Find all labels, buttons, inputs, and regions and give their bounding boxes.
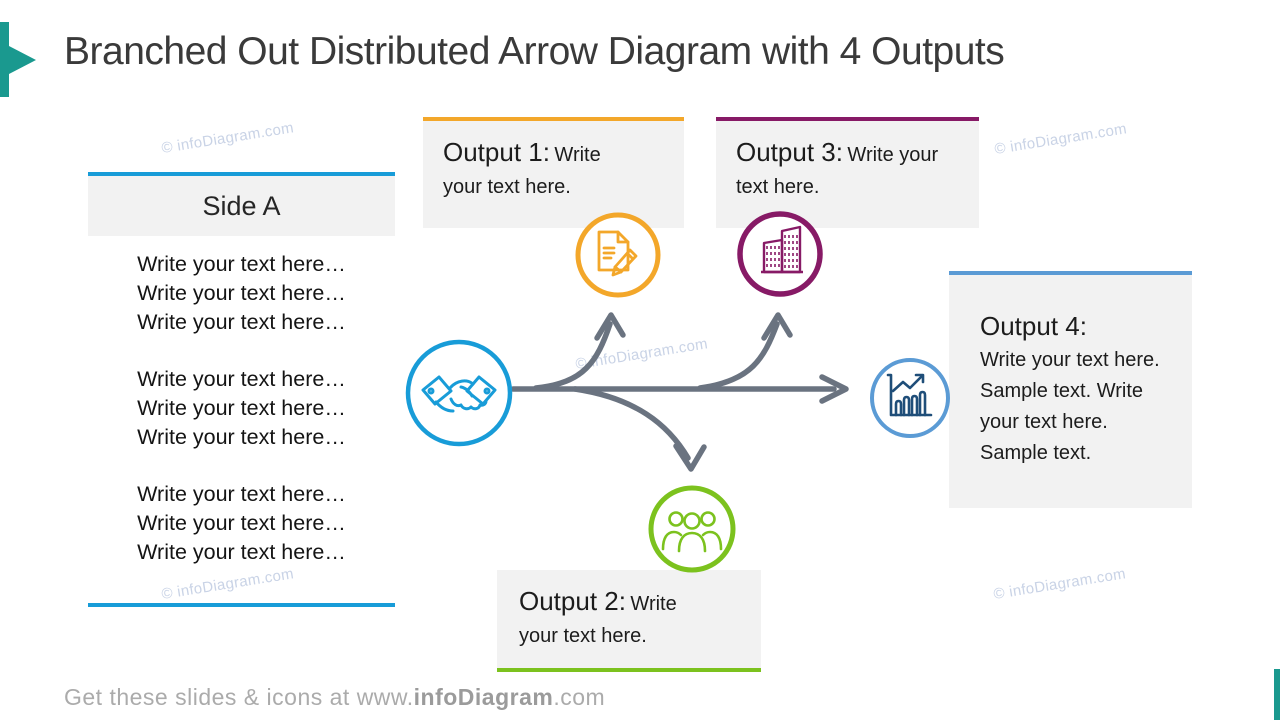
output-2-box: Output 2: Write your text here. [497,570,761,672]
footer-prefix: Get these slides & icons at www. [64,684,414,710]
side-a-bottom-accent [88,603,395,607]
arrowhead-down [673,443,707,472]
side-a-line: Write your text here… [137,511,346,535]
output-2-text: Write your text here. [519,593,677,647]
arrowhead-up-2 [761,312,793,341]
output-1-text: Write your text here. [443,144,601,198]
side-a-header: Side A [88,176,395,236]
side-a-paragraph: Write your text here… Write your text he… [88,250,395,337]
side-a-paragraph: Write your text here… Write your text he… [88,480,395,567]
footer-brand: infoDiagram [413,684,554,710]
output-3-label: Output 3: [736,137,843,167]
output-3-text: Write your text here. [736,144,939,198]
watermark: © infoDiagram.com [993,120,1129,158]
side-a-body: Write your text here… Write your text he… [88,250,395,567]
people-icon [648,485,736,573]
footer-suffix: .com [553,684,606,710]
side-a-line: Write your text here… [137,281,346,305]
watermark: © infoDiagram.com [574,335,710,373]
side-a-panel: Side A Write your text here… Write your … [88,172,395,595]
side-a-line: Write your text here… [137,540,346,564]
arrowhead-up-1 [594,312,626,341]
handshake-icon [405,339,513,447]
watermark: © infoDiagram.com [160,119,296,157]
building-icon [737,211,823,297]
arrow-to-output-2 [572,386,691,461]
page-title: Branched Out Distributed Arrow Diagram w… [64,30,1005,73]
side-a-line: Write your text here… [137,310,346,334]
chart-growth-icon [870,358,950,438]
output-3-box: Output 3: Write your text here. [716,117,979,228]
arrowhead-right [819,374,849,404]
side-a-top-accent [88,172,395,176]
output-4-box: Output 4: Write your text here. Sample t… [949,271,1192,508]
output-1-box: Output 1: Write your text here. [423,117,684,228]
slide-accent-arrow [0,22,36,97]
side-a-line: Write your text here… [137,252,346,276]
side-a-line: Write your text here… [137,482,346,506]
watermark: © infoDiagram.com [992,565,1128,603]
output-2-label: Output 2: [519,586,626,616]
side-a-line: Write your text here… [137,367,346,391]
output-4-label: Output 4: [980,311,1087,341]
side-a-paragraph: Write your text here… Write your text he… [88,365,395,452]
footer-credit: Get these slides & icons at www.infoDiag… [64,684,605,711]
arrow-to-output-3 [697,321,780,391]
side-a-line: Write your text here… [137,396,346,420]
document-pencil-icon [575,212,661,298]
slide-accent-bar [1274,669,1280,720]
output-1-label: Output 1: [443,137,550,167]
side-a-line: Write your text here… [137,425,346,449]
output-4-text: Write your text here. Sample text. Write… [980,349,1160,464]
